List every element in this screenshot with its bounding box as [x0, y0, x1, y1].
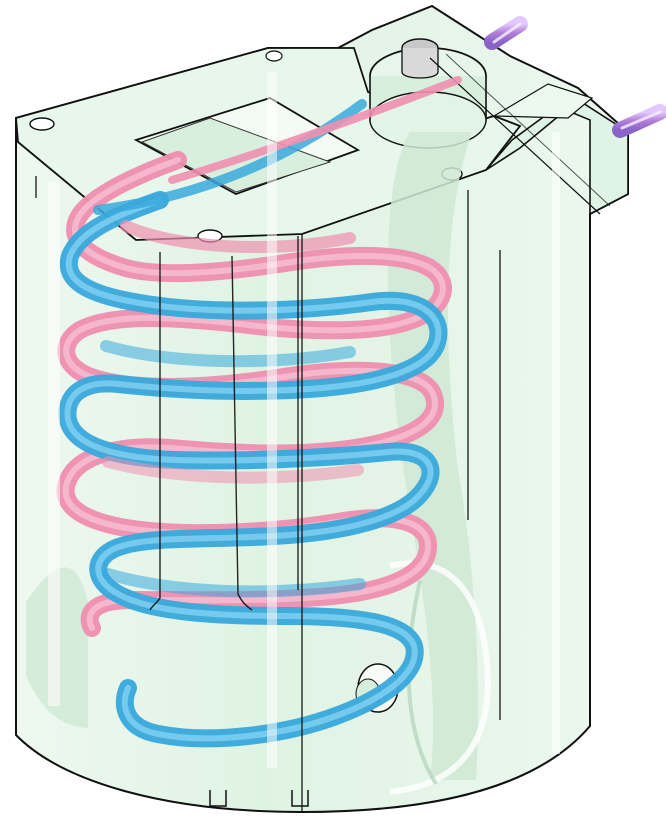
glass-highlights [48, 72, 560, 768]
internal-lines [15, 118, 591, 812]
coils [56, 76, 462, 748]
